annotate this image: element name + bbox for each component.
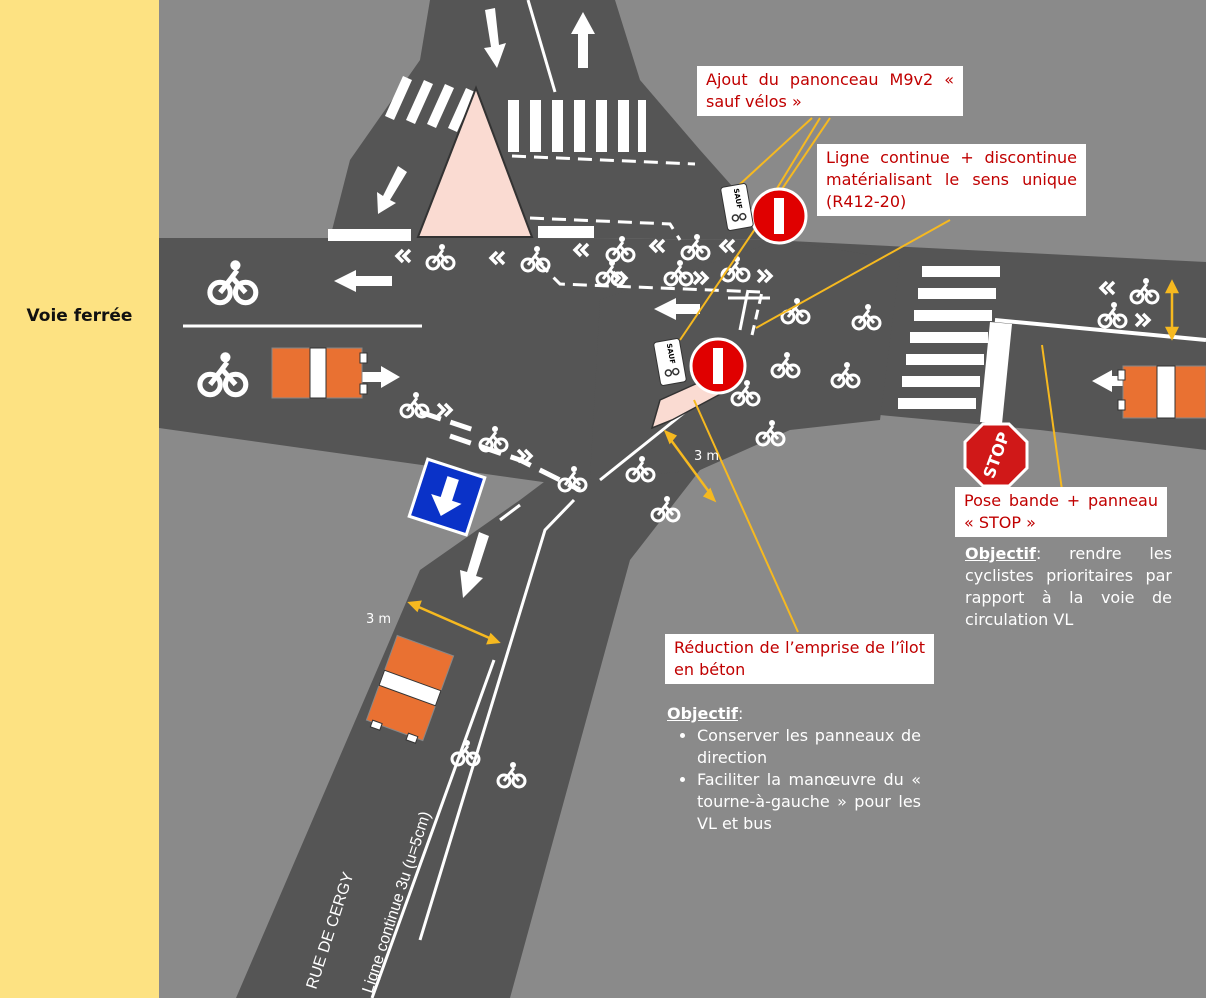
railway-label: Voie ferrée: [26, 306, 133, 326]
objective-stop-title: Objectif: [965, 544, 1036, 563]
direction-sign: [407, 457, 487, 537]
vehicle-south: [365, 634, 455, 744]
direction-arrows: [334, 8, 1147, 598]
objective-ilot-list: Conserver les panneaux de direction Faci…: [667, 725, 921, 835]
intersection-map: SAUF SAUF STOP RUE DE CERGY Ligne contin…: [159, 0, 1206, 998]
crosswalk-north: [385, 76, 646, 152]
dimension-label-left: 3 m: [366, 612, 392, 627]
sauf-velos-plate-bottom: SAUF: [653, 338, 687, 386]
callout-ligne-continue: Ligne continue + discontinue matérialisa…: [817, 144, 1086, 216]
sauf-velos-plate-top: SAUF: [720, 183, 754, 231]
objective-ilot-item: Faciliter la manœuvre du « tourne-à-gauc…: [697, 769, 921, 835]
svg-text:SAUF: SAUF: [665, 343, 677, 365]
dimension-label-right: 3 m: [694, 449, 720, 464]
objective-ilot-title: Objectif: [667, 704, 738, 723]
leader-lines: [679, 117, 1063, 633]
objective-stop-text: : rendre les cyclistes prioritaires par …: [965, 544, 1172, 629]
crosswalk-east: [898, 266, 1012, 424]
callout-panonceau: Ajout du panonceau M9v2 « sauf vélos »: [697, 66, 963, 116]
objective-ilot-colon: :: [737, 704, 744, 723]
no-entry-sign-bottom: [689, 337, 747, 395]
vehicle-west: [271, 347, 368, 399]
objective-stop: Objectif: rendre les cyclistes prioritai…: [965, 543, 1172, 631]
railway-strip: [0, 0, 159, 998]
stop-sign: STOP: [963, 422, 1029, 488]
traffic-island-triangle: [416, 85, 534, 238]
no-entry-sign-top: [750, 187, 808, 245]
callout-ilot: Réduction de l’emprise de l’îlot en béto…: [665, 634, 934, 684]
svg-text:SAUF: SAUF: [732, 188, 744, 210]
objective-ilot-item: Conserver les panneaux de direction: [697, 725, 921, 769]
vehicle-east: [1117, 365, 1206, 419]
objective-ilot: Objectif: Conserver les panneaux de dire…: [667, 703, 921, 835]
callout-stop: Pose bande + panneau « STOP »: [955, 487, 1167, 537]
dimension-arrows: [407, 279, 1180, 645]
